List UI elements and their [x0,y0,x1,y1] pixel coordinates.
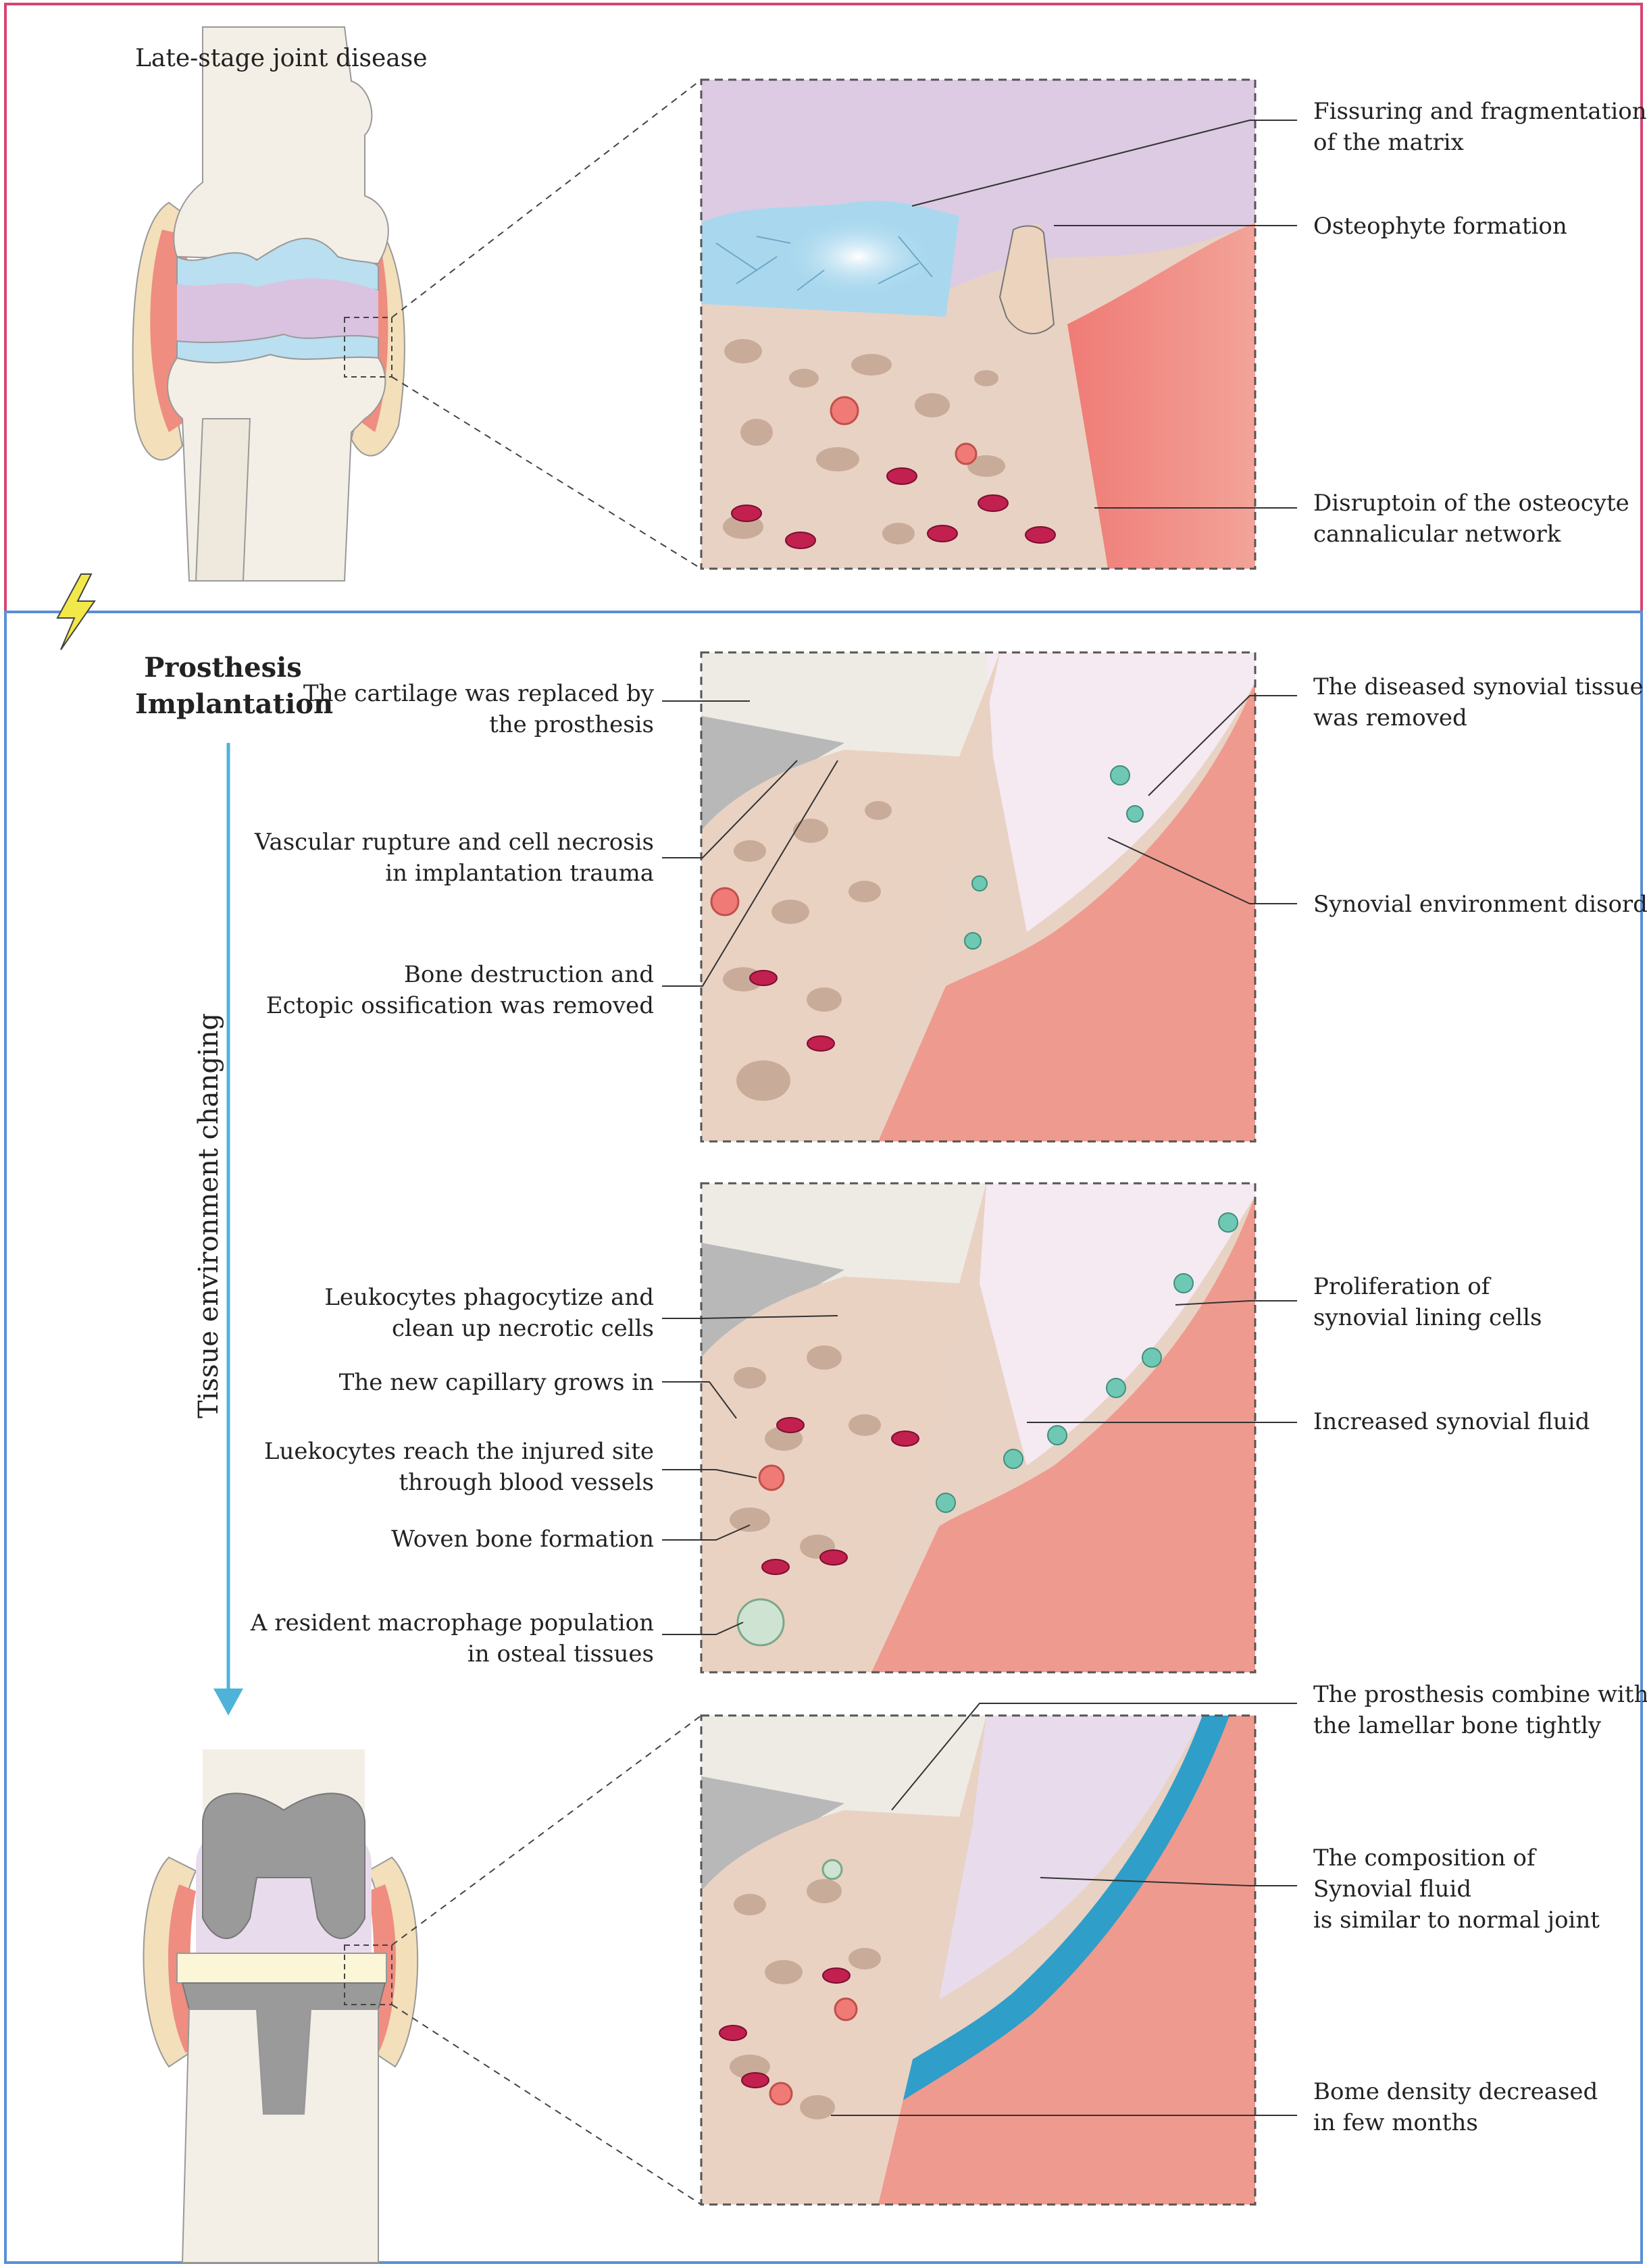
panel-implantation-detail [701,652,1255,1141]
panel-integration-detail [701,1716,1255,2205]
label-bone-destruction: Bone destruction and Ectopic ossificatio… [265,961,654,1019]
label-resident-macrophage: A resident macrophage population in oste… [250,1609,654,1668]
panel-healing-detail [701,1183,1255,1672]
leader-lines [662,120,1297,2116]
label-woven-bone: Woven bone formation [391,1526,654,1553]
lightning-icon [56,573,96,650]
diseased-knee-illustration [132,26,702,582]
label-prosthesis-combine: The prosthesis combine with the lamellar… [1313,1681,1647,1739]
label-proliferation: Proliferation of synovial lining cells [1313,1273,1542,1331]
panel-late-stage-detail [701,80,1255,569]
treatment-frame [4,611,1643,2264]
label-bone-density: Bome density decreased in few months [1313,2078,1598,2136]
label-cartilage-replaced: The cartilage was replaced by the prosth… [303,680,654,738]
prosthesis-knee-illustration [143,1715,702,2263]
label-disruption: Disruptoin of the osteocyte cannalicular… [1313,490,1629,548]
arrow-head-icon [213,1689,243,1716]
label-vascular-rupture: Vascular rupture and cell necrosis in im… [255,829,654,887]
label-leukocytes-reach: Luekocytes reach the injured site throug… [263,1438,654,1496]
late-stage-title: Late-stage joint disease [135,45,428,72]
label-leukocytes-phagocytize: Leukocytes phagocytize and clean up necr… [324,1284,654,1342]
label-composition: The composition of Synovial fluid is sim… [1313,1845,1600,1934]
tissue-environment-label: Tissue environment changing [193,1012,224,1418]
label-increased-fluid: Increased synovial fluid [1313,1408,1590,1435]
label-fissuring: Fissuring and fragmentation of the matri… [1313,98,1647,156]
label-new-capillary: The new capillary grows in [338,1369,654,1396]
label-osteophyte: Osteophyte formation [1313,213,1567,240]
prosthesis-implantation-title: Prosthesis Implantation [135,652,334,720]
label-synovial-removed: The diseased synovial tissue was removed [1313,673,1644,731]
label-synovial-disorder: Synovial environment disorder [1313,891,1647,918]
